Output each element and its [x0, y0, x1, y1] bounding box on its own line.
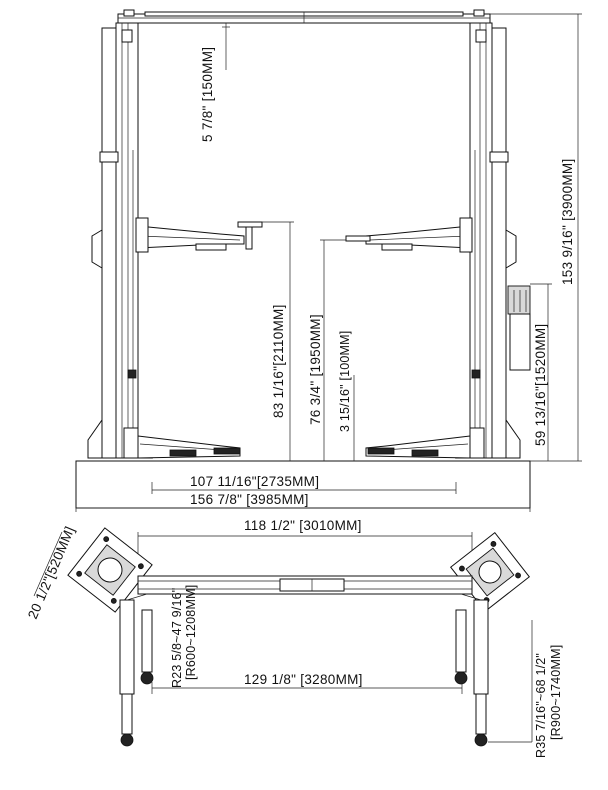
right-lowered-arm [365, 427, 485, 459]
power-unit-height-label: 59 13/16"[1520MM] [533, 324, 548, 446]
short-arm-reach-line1: R23 5/8~47 9/16" [170, 588, 184, 688]
column-center-distance-label: 118 1/2" [3010MM] [244, 518, 362, 533]
overhead-clearance-label: 5 7/8" [150MM] [200, 47, 215, 142]
floor-beam [137, 575, 473, 595]
arm-pad-height-label: 76 3/4" [1950MM] [308, 314, 323, 425]
long-arm-reach-line1: R35 7/16"~68 1/2" [534, 653, 548, 758]
right-base-plate [449, 531, 531, 613]
right-column [454, 22, 531, 459]
overall-height-label: 153 9/16" [3900MM] [560, 158, 575, 285]
long-arm-reach-line2: [R900~1740MM] [549, 645, 563, 740]
left-raised-arm [135, 217, 263, 253]
left-lowered-arm [123, 427, 241, 459]
width-between-columns-label: 107 11/16"[2735MM] [190, 474, 319, 489]
front-view: 5 7/8" [150MM] 153 9/16" [3900MM] 83 1/1… [75, 9, 582, 512]
left-base-plate [67, 527, 153, 613]
max-lift-height-label: 83 1/16"[2110MM] [271, 304, 286, 418]
drive-through-label: 129 1/8" [3280MM] [244, 672, 363, 687]
min-pad-height-label: 3 15/16" [100MM] [338, 331, 352, 432]
overhead-beam [117, 9, 491, 24]
right-raised-arm [345, 217, 473, 253]
left-swing-arms [119, 593, 154, 747]
short-arm-reach-line2: [R600~1208MM] [184, 585, 198, 680]
overall-width-label: 156 7/8" [3985MM] [190, 492, 309, 507]
top-view: 118 1/2" [3010MM] 20 1/2"[520MM] [25, 518, 563, 758]
front-dimension-lines [75, 13, 582, 512]
power-unit [507, 285, 531, 371]
right-swing-arms [454, 593, 489, 747]
